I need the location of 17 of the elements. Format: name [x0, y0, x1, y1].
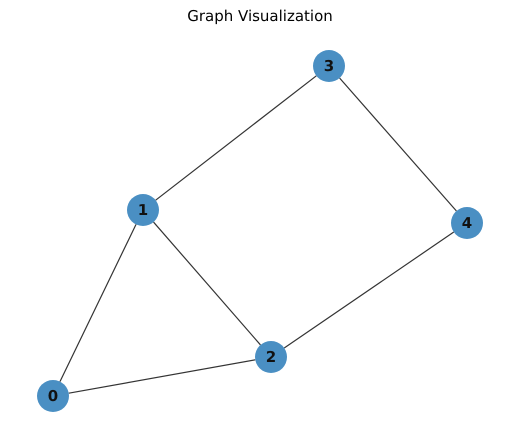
graph-node: [255, 341, 287, 373]
edge-line: [68, 359, 256, 394]
chart-title: Graph Visualization: [186, 7, 334, 25]
node-label: 2: [266, 348, 276, 366]
node-label: 1: [138, 201, 148, 219]
graph-node: [313, 50, 345, 82]
edge-line: [155, 75, 317, 201]
edge-line: [339, 78, 457, 212]
graph-node: [37, 380, 69, 412]
graph-node: [451, 207, 483, 239]
edge-line: [59, 224, 137, 382]
edge-line: [153, 222, 261, 346]
graph-node: [127, 194, 159, 226]
node-label: 3: [324, 57, 334, 75]
edge-line: [284, 232, 454, 348]
node-label: 4: [462, 214, 472, 232]
node-label: 0: [48, 387, 58, 405]
